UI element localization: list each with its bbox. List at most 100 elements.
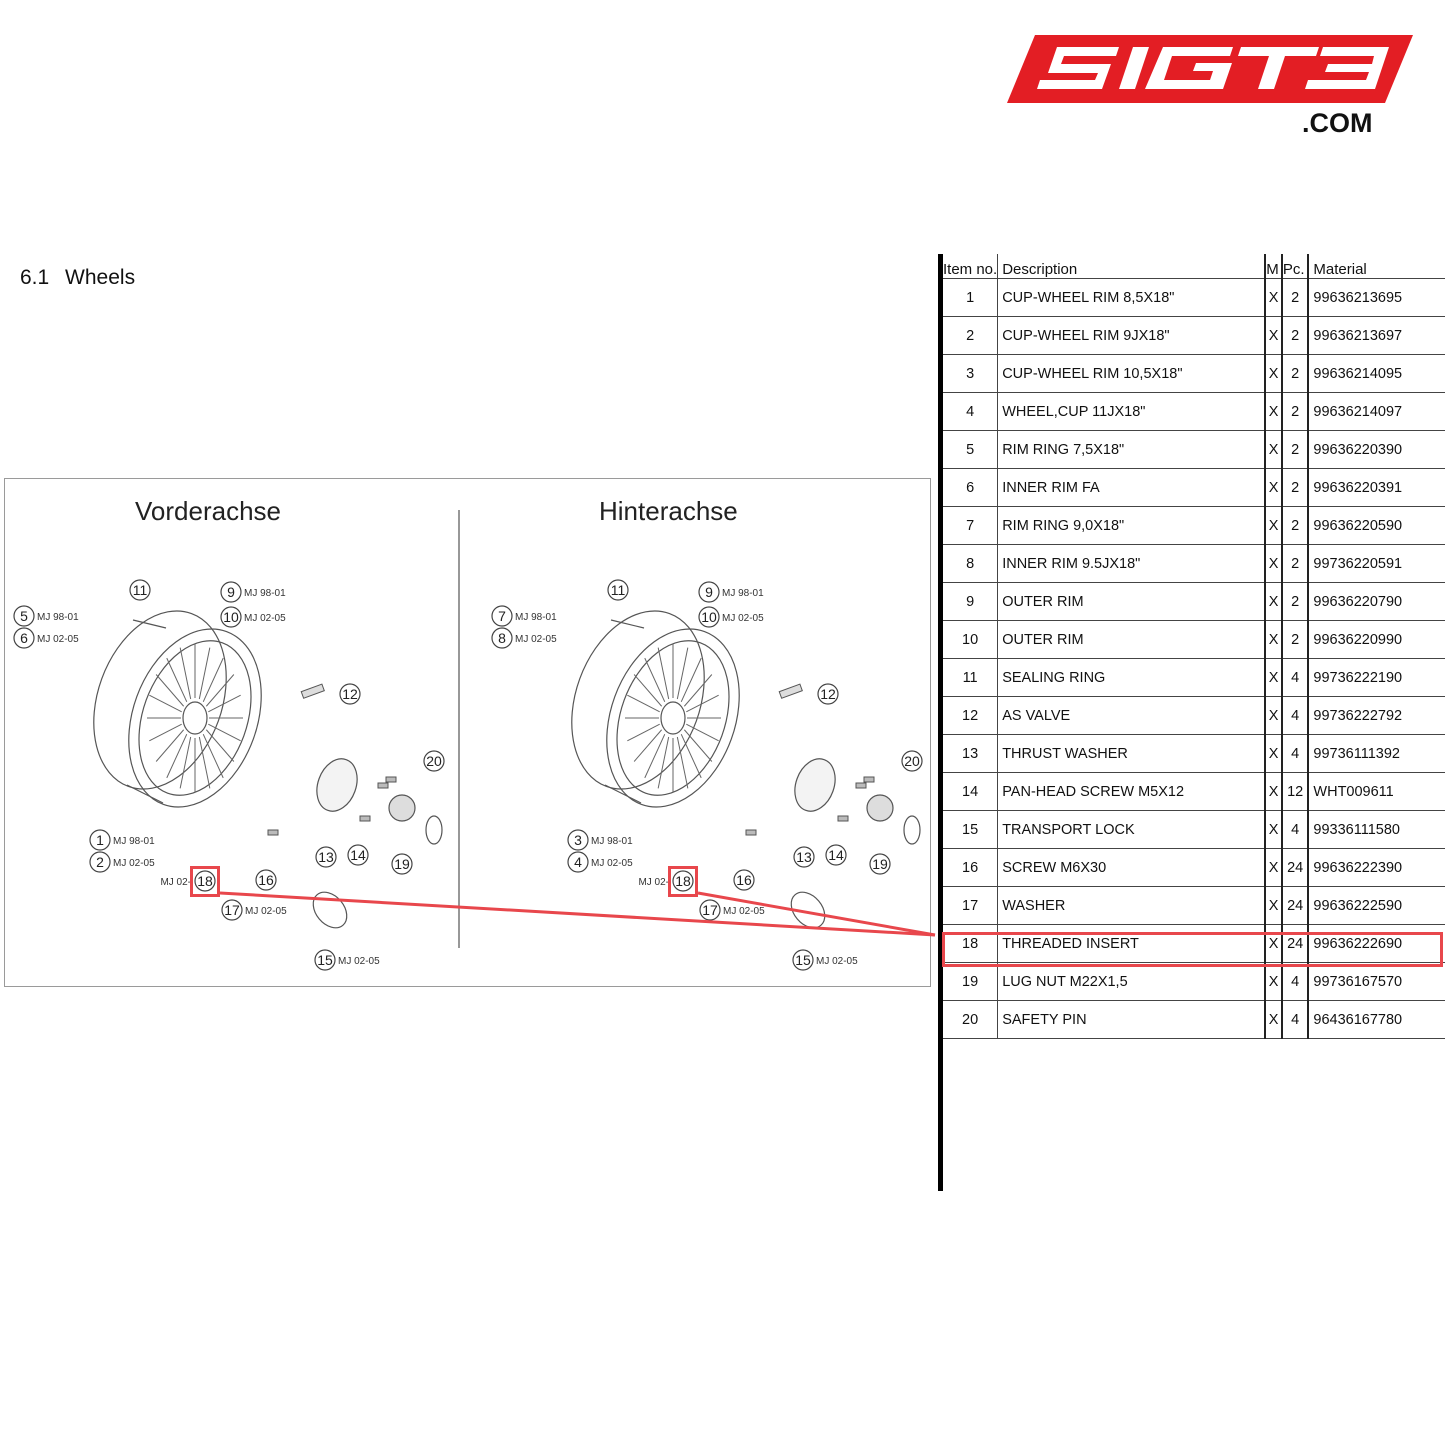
cell-m: X [1265,810,1283,849]
header-item-no: Item no. [943,254,999,279]
cell-pc: 4 [1281,658,1310,697]
cell-material: WHT009611 [1308,772,1445,811]
rim-spoke [633,729,663,762]
cell-material: 99636214095 [1308,354,1445,393]
cell-pc: 2 [1281,430,1310,469]
rear-axle-title: Hinterachse [599,496,738,526]
cell-item-no: 16 [943,848,999,887]
cell-item-no: 8 [943,544,999,583]
cell-pc: 4 [1281,1000,1310,1039]
callout-model-year: MJ 98-01 [515,612,557,623]
callout-model-year: MJ 98-01 [113,836,155,847]
rim-spoke [179,647,192,700]
rim-spoke [644,657,666,703]
header-m: M [1265,254,1283,279]
transport-lock-part [790,891,826,929]
screw-part [385,776,397,783]
cell-description: PAN-HEAD SCREW M5X12 [997,772,1267,811]
callout-number: 15 [317,952,333,968]
cell-pc: 2 [1281,278,1310,317]
cell-m: X [1265,506,1283,545]
rim-barrel-bottom [126,784,164,804]
callout-bubble [423,750,445,772]
cell-material: 99636220590 [1308,506,1445,545]
callout-number: 11 [611,582,626,598]
callout-number: 14 [828,847,844,863]
cell-material: 99736111392 [1308,734,1445,773]
cell-item-no: 11 [943,658,999,697]
rim-inner-edge [138,640,252,796]
callout-number: 20 [904,753,920,769]
logo-suffix: .COM [1302,108,1373,138]
cell-item-no: 7 [943,506,999,545]
callout-number: 10 [223,609,239,625]
screw-part [855,782,867,789]
rim-spoke [680,657,702,703]
rim-spoke [208,723,241,742]
callout-number: 10 [701,609,717,625]
callout-number: 11 [133,582,148,598]
callout-number: 17 [224,902,240,918]
rear-wheel-drawing [571,610,921,929]
callout-bubble [194,870,216,892]
cell-pc: 2 [1281,468,1310,507]
callout-bubble [347,844,369,866]
screw-part [267,829,279,836]
cell-material: 99736222792 [1308,696,1445,735]
sigt3-logo[interactable] [1005,30,1415,145]
cell-description: THREADED INSERT [997,924,1267,963]
logo-letters [1037,47,1389,89]
rim-spoke [683,729,713,762]
cell-pc: 2 [1281,354,1310,393]
callout-number: 13 [318,849,334,865]
callout-number: 19 [394,856,410,872]
rim-back-edge [93,610,227,790]
callout-number: 5 [20,608,28,624]
cell-material: 99636220391 [1308,468,1445,507]
leader-line-rear [697,891,936,937]
cell-pc: 2 [1281,506,1310,545]
cell-item-no: 9 [943,582,999,621]
rim-spoke [205,729,235,762]
cell-m: X [1265,620,1283,659]
cell-item-no: 14 [943,772,999,811]
callout-bubble [220,606,242,628]
cell-description: AS VALVE [997,696,1267,735]
callout-model-year: MJ 02- [638,877,669,888]
rim-spoke [202,733,224,779]
cell-m: X [1265,354,1283,393]
callout-bubble [567,829,589,851]
rim-spoke [155,729,185,762]
cell-material: 99636214097 [1308,392,1445,431]
header-material: Material [1308,254,1445,279]
cell-material: 99636222690 [1308,924,1445,963]
rim-spoke [179,736,192,789]
callout-number: 3 [574,832,582,848]
cell-description: TRANSPORT LOCK [997,810,1267,849]
cell-description: CUP-WHEEL RIM 9JX18" [997,316,1267,355]
rim-spoke [155,674,185,707]
callout-bubble [733,869,755,891]
rim-spoke [208,694,241,713]
cell-pc: 12 [1281,772,1310,811]
cell-material: 99336111580 [1308,810,1445,849]
rim-spoke [657,736,670,789]
header-description: Description [997,254,1267,279]
valve-part [778,683,803,699]
header-pc: Pc. [1281,254,1310,279]
cell-item-no: 19 [943,962,999,1001]
thrust-washer-part [316,758,358,812]
safety-pin-part [903,815,921,845]
rim-spoke [627,694,660,713]
callout-bubble [672,870,694,892]
rim-spoke [683,674,713,707]
callout-bubble [221,899,243,921]
